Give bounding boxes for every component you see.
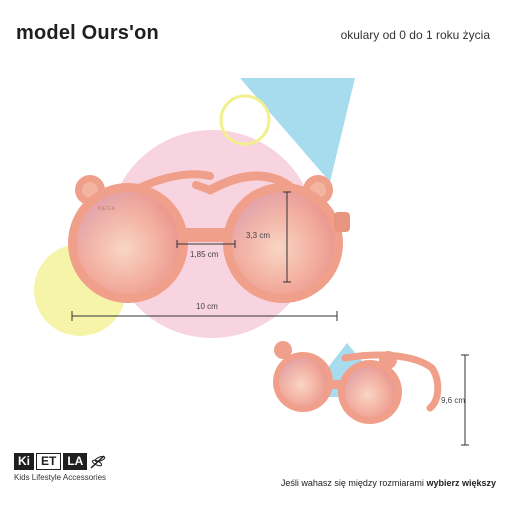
total-width-label: 10 cm <box>196 302 218 311</box>
frame-brand-imprint: KiETLA <box>98 206 115 212</box>
page-title: model Ours'on <box>16 22 159 44</box>
yellow-ring-decoration <box>219 94 271 146</box>
logo-part-et: ET <box>36 453 62 470</box>
blue-triangle-decoration <box>240 78 355 182</box>
logo-part-la: LA <box>63 453 88 470</box>
main-sunglasses <box>68 175 350 303</box>
dragonfly-icon <box>90 454 106 469</box>
temple-length-label: 9,6 cm <box>441 396 466 405</box>
logo-part-ki: Ki <box>14 453 34 470</box>
brand-logo: Ki ET LA Kids Lifestyle Accessories <box>14 453 107 482</box>
size-advice-text: Jeśli wahasz się między rozmiarami <box>280 478 424 488</box>
dimension-lines <box>71 191 469 446</box>
side-view-sunglasses <box>273 341 442 424</box>
size-advice-note: Jeśli wahasz się między rozmiarami wybie… <box>281 478 496 488</box>
age-range-subtitle: okulary od 0 do 1 roku życia <box>340 28 490 42</box>
bridge-width-label: 1,85 cm <box>190 250 219 259</box>
brand-tagline: Kids Lifestyle Accessories <box>14 473 107 482</box>
lens-height-label: 3,3 cm <box>246 231 271 240</box>
size-advice-emphasis: wybierz większy <box>426 478 496 488</box>
